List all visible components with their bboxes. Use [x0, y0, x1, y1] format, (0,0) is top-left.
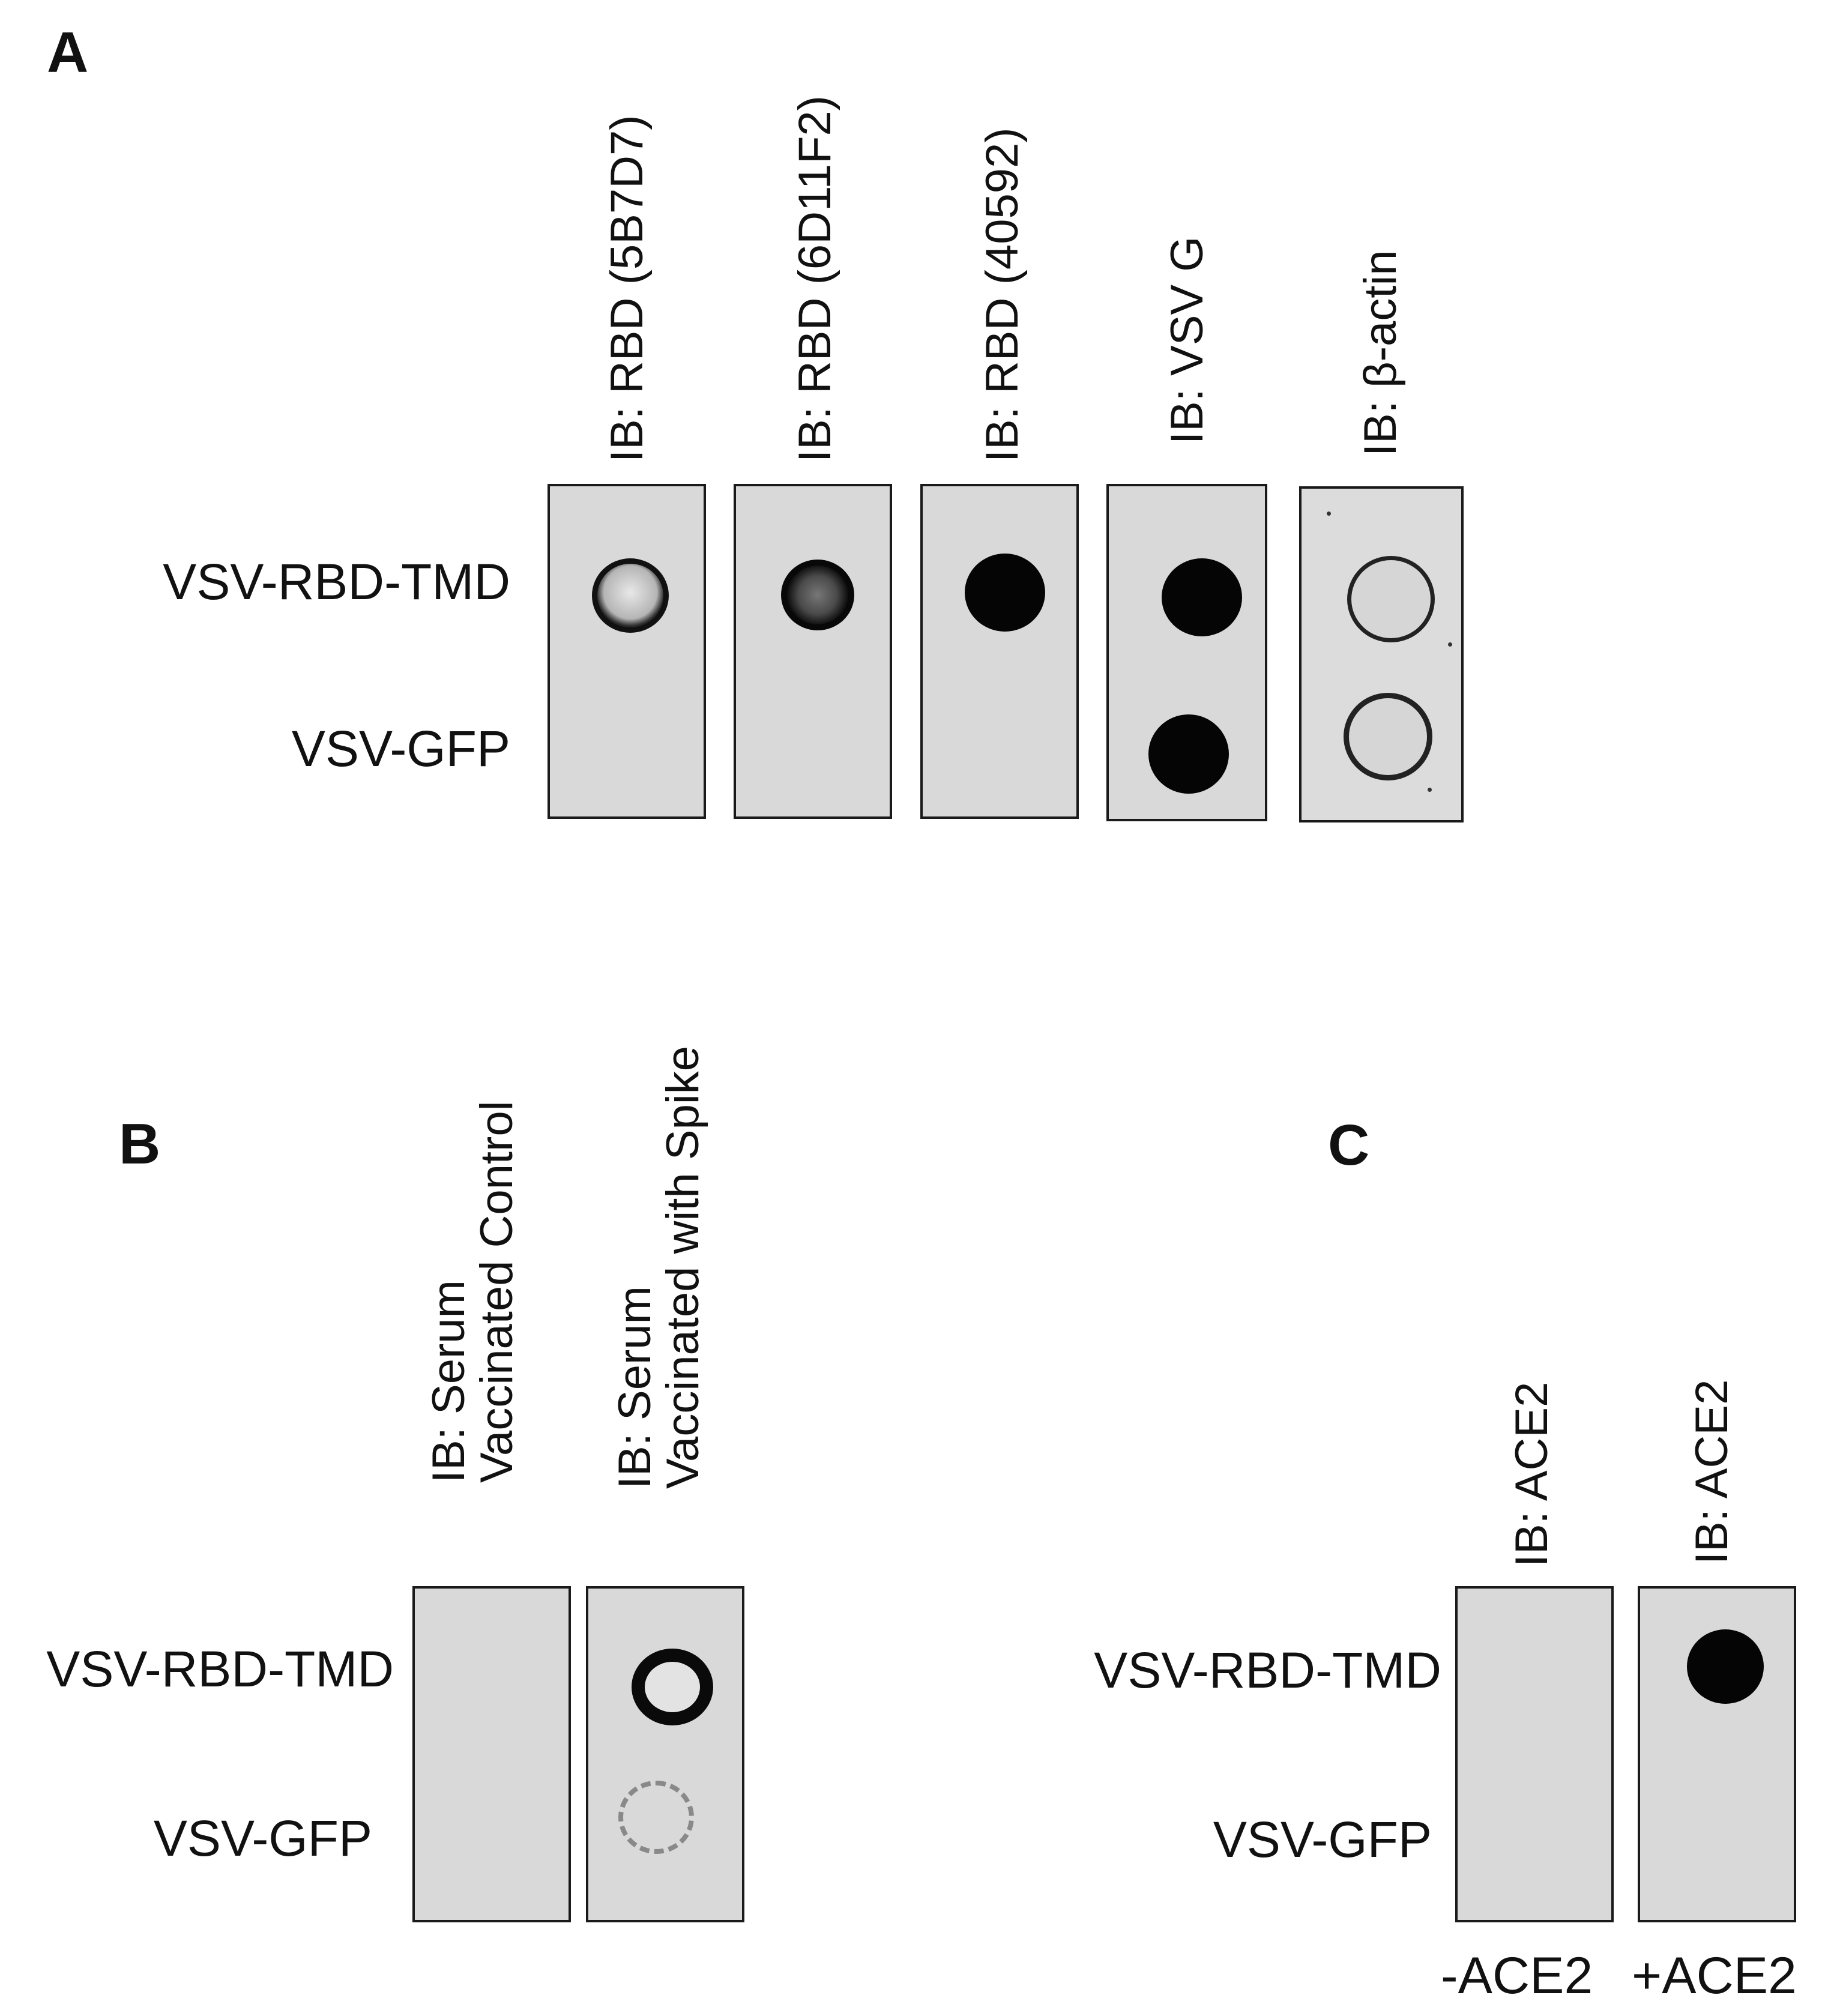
- panel-b-blot-strip-2: [586, 1586, 744, 1922]
- blot-dot-faint: [618, 1781, 694, 1854]
- panel-a-blot-strip-2: [734, 484, 892, 819]
- panel-b-col-label-2-line2: Vaccinated with Spike: [657, 1046, 708, 1489]
- blot-speck: [1448, 642, 1452, 647]
- panel-a-col-label-1: IB: RBD (5B7D7): [602, 115, 653, 462]
- panel-a-col-label-5: IB: β-actin: [1355, 250, 1406, 456]
- blot-dot: [632, 1649, 713, 1725]
- blot-dot: [1162, 558, 1242, 636]
- panel-b-col-label-1-line1: IB: Serum: [423, 1280, 474, 1483]
- panel-c-col-label-2: IB: ACE2: [1686, 1379, 1737, 1565]
- panel-a-col-label-2: IB: RBD (6D11F2): [789, 95, 840, 462]
- panel-c-footer-label-2: +ACE2: [1632, 1947, 1797, 2005]
- blot-dot: [965, 554, 1045, 632]
- blot-dot: [1687, 1629, 1764, 1704]
- blot-speck: [1428, 788, 1432, 792]
- panel-a-row-label-2: VSV-GFP: [291, 720, 510, 777]
- panel-b-col-label-2: IB: Serum Vaccinated with Spike: [609, 1046, 708, 1489]
- panel-a-col-label-4: IB: VSV G: [1162, 236, 1213, 444]
- panel-b-blot-strip-1: [412, 1586, 571, 1922]
- blot-dot: [781, 560, 854, 630]
- panel-c-blot-strip-1: [1455, 1586, 1614, 1922]
- blot-speck: [1327, 512, 1331, 516]
- panel-c-footer-label-1: -ACE2: [1441, 1947, 1593, 2005]
- blot-dot: [1344, 693, 1432, 780]
- panel-b-letter: B: [119, 1112, 161, 1176]
- panel-b-col-label-1: IB: Serum Vaccinated Control: [423, 1100, 522, 1483]
- panel-c-row-label-2: VSV-GFP: [1213, 1811, 1432, 1868]
- panel-b-col-label-2-line1: IB: Serum: [609, 1286, 660, 1489]
- panel-b-row-label-2: VSV-GFP: [153, 1810, 372, 1867]
- panel-b-row-label-1: VSV-RBD-TMD: [46, 1641, 394, 1697]
- panel-c-row-label-1: VSV-RBD-TMD: [1094, 1642, 1441, 1698]
- blot-dot: [1148, 714, 1229, 794]
- panel-a-blot-strip-4: [1106, 484, 1267, 821]
- blot-dot: [592, 558, 669, 633]
- panel-a-blot-strip-3: [920, 484, 1079, 819]
- panel-c-blot-strip-2: [1638, 1586, 1796, 1922]
- panel-a-row-label-1: VSV-RBD-TMD: [163, 554, 510, 610]
- panel-a-letter: A: [47, 20, 89, 85]
- panel-b-col-label-1-line2: Vaccinated Control: [471, 1100, 522, 1483]
- panel-c-letter: C: [1328, 1113, 1370, 1177]
- blot-dot: [1347, 556, 1435, 642]
- panel-a-blot-strip-5: [1299, 486, 1464, 822]
- panel-a-blot-strip-1: [548, 484, 706, 819]
- panel-c-col-label-1: IB: ACE2: [1506, 1381, 1557, 1567]
- panel-a-col-label-3: IB: RBD (40592): [977, 127, 1028, 462]
